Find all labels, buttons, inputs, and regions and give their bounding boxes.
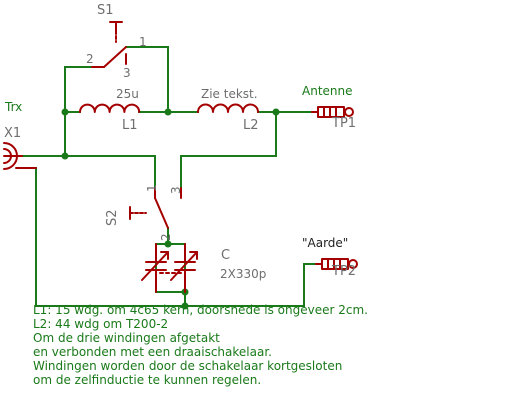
note-line: L1: 15 wdg. om 4c65 kern, doorsnede is o…	[33, 303, 368, 317]
note-line: L2: 44 wdg om T200-2	[33, 317, 169, 331]
switch-s2-pin-a: 1	[145, 184, 159, 192]
trx-connector: Trx X1	[3, 100, 37, 170]
note-line: Om de drie windingen afgetakt	[33, 331, 220, 345]
wires	[21, 46, 317, 307]
note-line: Windingen worden door de schakelaar kort…	[33, 359, 343, 373]
wire-antenna-s2	[180, 111, 277, 189]
junction-dot	[181, 302, 189, 310]
winding-notes: L1: 15 wdg. om 4c65 kern, doorsnede is o…	[33, 303, 503, 387]
switch-s1-pin-b: 3	[123, 66, 131, 80]
switch-s1-lever	[103, 46, 127, 68]
switch-s1-pin-common: 1	[139, 35, 147, 49]
trx-label: Trx	[4, 100, 22, 114]
wire-trx-ground	[35, 167, 317, 307]
capacitor-arrow	[170, 251, 198, 281]
junction-dot	[272, 108, 280, 116]
wire-cap-left	[155, 243, 186, 293]
coil-l1: 25u L1	[79, 87, 141, 133]
trx-name: X1	[4, 126, 21, 141]
capacitor-arrow-head	[160, 251, 169, 260]
switch-s2-pin-b: 3	[169, 186, 183, 194]
antenna-pin: TP1	[331, 116, 356, 131]
coil-l1-name: L1	[122, 118, 138, 133]
junction-dot	[164, 240, 172, 248]
switch-s2-name: S2	[105, 209, 120, 226]
switch-s1-name: S1	[97, 3, 114, 18]
coil-l2-name: L2	[243, 118, 259, 133]
junction-dot	[61, 152, 69, 160]
capacitor-name: C	[221, 248, 230, 263]
switch-s2: S2 1 3 2	[105, 184, 183, 241]
ground-label: "Aarde"	[302, 236, 348, 250]
wire-s1-right	[125, 46, 169, 113]
terminal-tp2-tip	[348, 259, 358, 269]
note-line: om de zelfinductie te kunnen regelen.	[33, 373, 262, 387]
capacitor-value: 2X330p	[220, 267, 266, 281]
coil-l2-value: Zie tekst.	[201, 87, 258, 101]
wire-s1-left	[64, 66, 93, 157]
switch-s2-lever	[154, 197, 169, 229]
ground-terminal: "Aarde" TP2	[302, 236, 358, 279]
coil-l2: Zie tekst. L2	[197, 87, 259, 133]
capacitor-arrow-head	[189, 251, 198, 260]
capacitor: C 2X330p	[141, 243, 266, 293]
switch-s1: S1 1 2 3	[86, 3, 147, 80]
coil-l2-windings	[197, 103, 259, 113]
note-line: en verbonden met een draaischakelaar.	[33, 345, 272, 359]
junctions	[61, 108, 280, 310]
antenna-label: Antenne	[302, 84, 353, 98]
ground-pin: TP2	[331, 264, 356, 279]
antenna-terminal: Antenne TP1	[302, 84, 356, 131]
coil-l1-value: 25u	[116, 87, 139, 101]
terminal-tp1-tip	[344, 107, 354, 117]
switch-s1-pin-a: 2	[86, 52, 94, 66]
junction-dot	[164, 108, 172, 116]
switch-s2-pin-common: 2	[159, 233, 173, 241]
capacitor-arrow	[141, 251, 169, 281]
coil-l1-windings	[79, 103, 141, 113]
junction-dot	[61, 108, 69, 116]
